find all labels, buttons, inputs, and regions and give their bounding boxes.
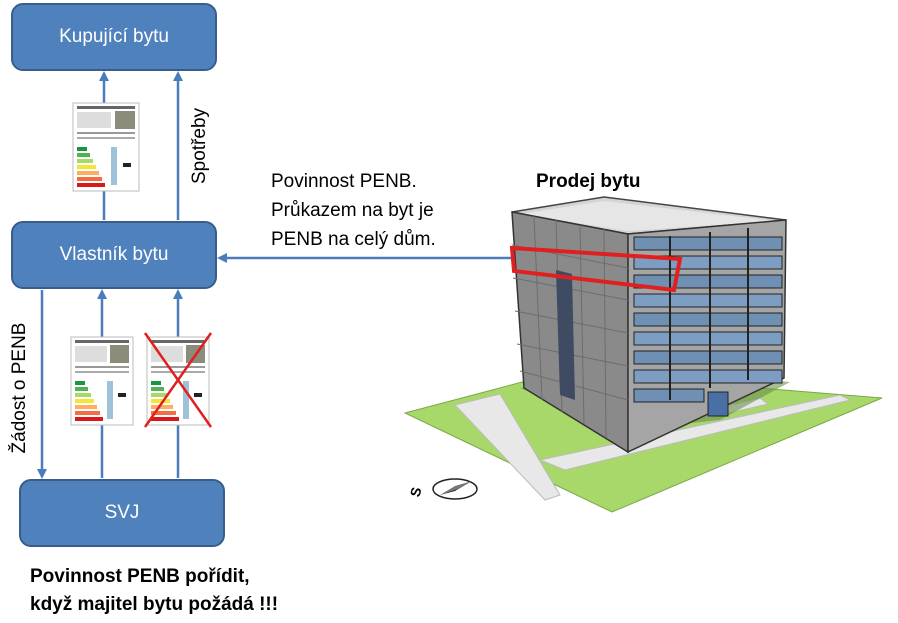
svj-label: SVJ <box>104 502 140 523</box>
bottom-line-1: Povinnost PENB pořídit, <box>30 566 250 587</box>
sale-title: Prodej bytu <box>536 171 641 192</box>
obligation-line-1: Povinnost PENB. <box>271 171 417 192</box>
highlighted-flat <box>509 245 683 293</box>
bottom-line-2: když majitel bytu požádá !!! <box>30 594 279 615</box>
owner-box: Vlastník bytu <box>11 221 217 289</box>
certificate-icon <box>72 102 140 192</box>
svj-box: SVJ <box>19 479 225 547</box>
obligation-line-3: PENB na celý dům. <box>271 229 436 250</box>
crossed-certificate-icon <box>143 332 213 428</box>
obligation-line-2: Průkazem na byt je <box>271 200 434 221</box>
certificate-icon <box>70 336 134 426</box>
buyer-box: Kupující bytu <box>11 3 217 71</box>
buyer-label: Kupující bytu <box>59 26 169 47</box>
owner-label: Vlastník bytu <box>59 244 169 265</box>
